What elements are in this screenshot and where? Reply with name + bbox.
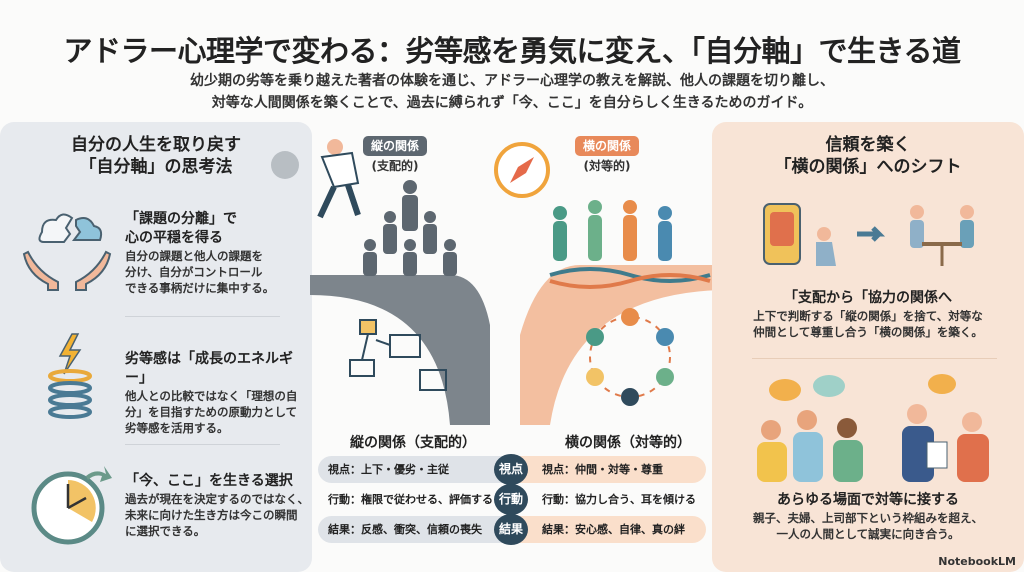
clock-icon (31, 466, 112, 545)
right-heading-1: 信頼を築く (825, 135, 911, 155)
running-man-breaking-chains-icon (271, 139, 361, 219)
throne-to-handshake-icon (763, 203, 974, 266)
left-panel: 自分の人生を取り戻す 「自分軸」の思考法 「課題の分離」で 心の平穏を得る 自分… (0, 122, 312, 572)
page-title: アドラー心理学で変わる：劣等感を勇気に変え、「自分軸」で生きる道 (63, 34, 961, 68)
divider (125, 444, 280, 445)
row-label-badge: 行動 (494, 484, 528, 515)
comparison-row-viewpoint: 視点：上下・優劣・主従 視点：仲間・対等・尊重 視点 (318, 454, 706, 485)
horizontal-column-heading: 横の関係（対等的） (565, 435, 691, 451)
right-item-cooperation: 「支配から「協力の関係へ 上下で判断する「縦の関係」を捨て、対等な 仲間として尊… (712, 288, 1024, 340)
vertical-column-heading: 縦の関係（支配的） (350, 435, 476, 451)
item-text: 分け、自分がコントロール (125, 265, 263, 279)
right-panel: 信頼を築く 「横の関係」へのシフト 「支配から「協力の関係へ 上下で判断する「縦… (712, 122, 1024, 572)
item-text: 未来に向けた生き方は今この瞬間 (125, 508, 298, 522)
divider (125, 316, 280, 317)
vertical-cell: 行動：権限で従わせる、評価する (328, 493, 493, 506)
item-here-and-now: 「今、ここ」を生きる選択 過去が現在を決定するのではなく、 未来に向けた生き方は… (125, 472, 310, 539)
item-separation-of-tasks: 「課題の分離」で 心の平穏を得る 自分の課題と他人の課題を 分け、自分がコントロ… (125, 210, 310, 296)
item-text: できる事柄だけに集中する。 (125, 281, 275, 295)
people-talking-icon (757, 374, 989, 482)
left-heading-2: 「自分軸」の思考法 (79, 157, 233, 177)
subtitle-line-1: 幼少期の劣等を乗り越えた著者の体験を通じ、アドラー心理学の教えを解説、他人の課題… (190, 73, 834, 89)
horizontal-cell: 視点：仲間・対等・尊重 (508, 456, 706, 483)
comparison-row-result: 結果：反感、衝突、信頼の喪失 結果：安心感、自律、真の絆 結果 (318, 514, 706, 545)
spring-lightning-icon (48, 333, 92, 419)
item-text: に選択できる。 (125, 524, 206, 538)
item-title: あらゆる場面で対等に接する (777, 492, 959, 508)
vertical-horizontal-illustration (271, 139, 720, 425)
subtitle-line-2: 対等な人間関係を築くことで、過去に縛られず「今、ここ」を自分らしく生きるためのガ… (211, 95, 813, 111)
horizontal-cell: 結果：安心感、自律、真の絆 (508, 516, 706, 543)
vertical-cell: 視点：上下・優劣・主従 (318, 456, 518, 483)
item-text: 自分の課題と他人の課題を (125, 249, 263, 263)
item-text: 仲間として尊重し合う「横の関係」を築く。 (753, 325, 983, 339)
brand-label: NotebookLM (938, 555, 1016, 568)
row-label-badge: 視点 (494, 454, 528, 485)
item-title: 心の平穏を得る (125, 230, 223, 246)
item-title: 「課題の分離」で (125, 211, 237, 227)
left-heading-1: 自分の人生を取り戻す (71, 135, 241, 155)
item-text: 上下で判断する「縦の関係」を捨て、対等な (753, 309, 983, 323)
item-text: 一人の人間として誠実に向き合う。 (776, 527, 960, 541)
item-text: 劣等感を活用する。 (125, 421, 229, 435)
item-text: 他人との比較ではなく「理想の自 (125, 389, 298, 403)
item-title: 劣等感は「成長のエネルギー」 (125, 351, 293, 386)
right-item-equal-everywhere: あらゆる場面で対等に接する 親子、夫婦、上司部下という枠組みを超え、 一人の人間… (712, 490, 1024, 542)
item-title: 「今、ここ」を生きる選択 (125, 473, 293, 489)
row-label-badge: 結果 (494, 514, 528, 545)
horizontal-cell: 行動：協力し合う、耳を傾ける (542, 493, 696, 506)
item-inferiority-energy: 劣等感は「成長のエネルギー」 他人との比較ではなく「理想の自 分」を目指すための… (125, 350, 310, 436)
vertical-tag: 縦の関係(支配的) (360, 136, 430, 176)
hands-cloud-icon (22, 213, 112, 291)
item-text: 親子、夫婦、上司部下という枠組みを超え、 (753, 511, 983, 525)
comparison-row-action: 行動：権限で従わせる、評価する 行動：協力し合う、耳を傾ける 行動 (318, 484, 706, 515)
right-heading-2: 「横の関係」へのシフト (774, 157, 962, 177)
item-title: 「支配から「協力の関係へ (784, 290, 952, 306)
item-text: 過去が現在を決定するのではなく、 (125, 492, 309, 506)
item-text: 分」を目指すための原動力として (125, 405, 298, 419)
horizontal-tag: 横の関係(対等的) (572, 136, 642, 176)
vertical-cell: 結果：反感、衝突、信頼の喪失 (318, 516, 518, 543)
divider (752, 358, 997, 359)
